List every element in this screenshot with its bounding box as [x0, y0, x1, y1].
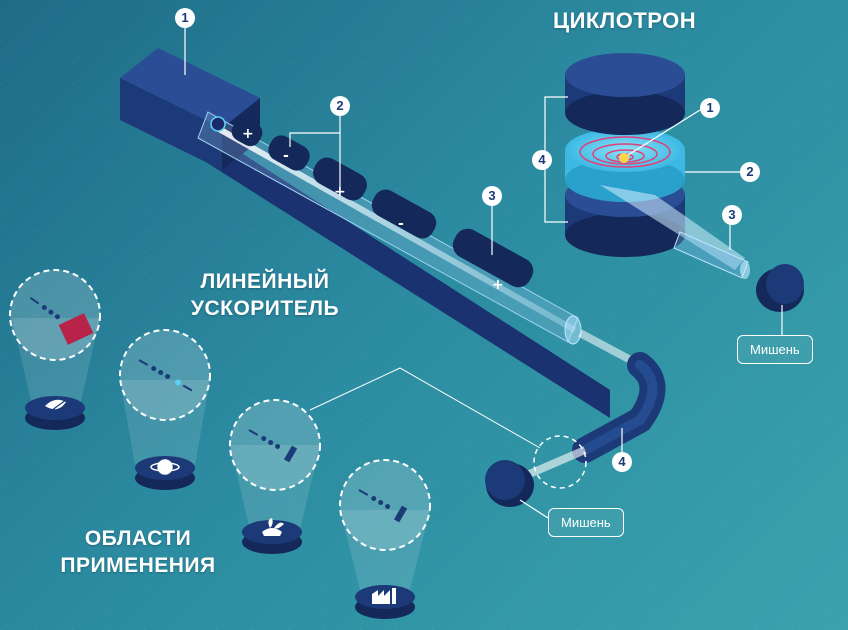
marker-linac-source: 1 — [175, 8, 195, 28]
factory-icon — [372, 588, 396, 604]
cyclotron-title: ЦИКЛОТРОН — [553, 8, 697, 33]
linear-title-line-1: ЛИНЕЙНЫЙ — [200, 270, 330, 293]
applications-title-line-2: ПРИМЕНЕНИЯ — [60, 554, 216, 577]
applications — [9, 269, 431, 619]
applications-title: ОБЛАСТИ ПРИМЕНЕНИЯ — [48, 525, 228, 579]
electrode-sign-5: + — [492, 277, 504, 293]
beam-to-linac-target — [518, 446, 587, 482]
drift-tube-electrodes: + - + - + — [231, 117, 534, 293]
cyclotron — [544, 53, 804, 335]
cyclotron-target — [756, 264, 804, 312]
electrode-4: - — [371, 189, 437, 239]
electrode-sign-2: - — [283, 148, 289, 164]
marker-linac-bend: 4 — [612, 452, 632, 472]
cyclotron-source-particle — [619, 153, 629, 163]
bending-tube — [572, 352, 666, 463]
electrode-5: + — [452, 228, 534, 293]
marker-cyclotron-source: 1 — [700, 98, 720, 118]
electrode-sign-4: - — [398, 216, 404, 232]
marker-linac-tube: 3 — [482, 186, 502, 206]
linear-title-line-2: УСКОРИТЕЛЬ — [190, 297, 340, 320]
medical-leaf-icon — [45, 399, 67, 414]
linac-beam — [210, 122, 577, 333]
cyclotron-beam — [600, 185, 745, 270]
cyclotron-top-magnet — [565, 53, 685, 135]
applications-callout-line — [309, 367, 541, 449]
cyclotron-dees — [565, 128, 685, 202]
application-1 — [9, 269, 101, 430]
marker-cyclotron-beam: 3 — [722, 205, 742, 225]
electrode-2: - — [268, 135, 310, 171]
application-4 — [339, 459, 431, 619]
applications-title-line-1: ОБЛАСТИ — [84, 527, 192, 550]
linac-base-front — [190, 120, 610, 418]
electrode-sign-3: + — [334, 184, 346, 200]
application-2 — [119, 329, 211, 490]
marker-line-2 — [289, 132, 341, 190]
application-3 — [229, 399, 321, 554]
linac-target-label: Мишень — [548, 508, 624, 537]
linear-accelerator-title: ЛИНЕЙНЫЙ УСКОРИТЕЛЬ — [190, 268, 340, 322]
marker-cyclotron-magnets: 4 — [532, 150, 552, 170]
marker-linac-electrodes: 2 — [330, 96, 350, 116]
source-particle — [210, 116, 226, 132]
cyclotron-beam-tube — [673, 231, 750, 279]
cyclotron-target-label: Мишень — [737, 335, 813, 364]
linear-accelerator: + - + - + — [120, 28, 610, 418]
marker-cyclotron-dees: 2 — [740, 162, 760, 182]
electrode-1: + — [231, 117, 263, 147]
planet-icon — [150, 459, 180, 475]
linac-target — [485, 460, 534, 507]
plant-hand-icon — [262, 518, 284, 536]
electrode-sign-1: + — [242, 126, 254, 142]
linac-beam-highlight — [533, 435, 587, 489]
